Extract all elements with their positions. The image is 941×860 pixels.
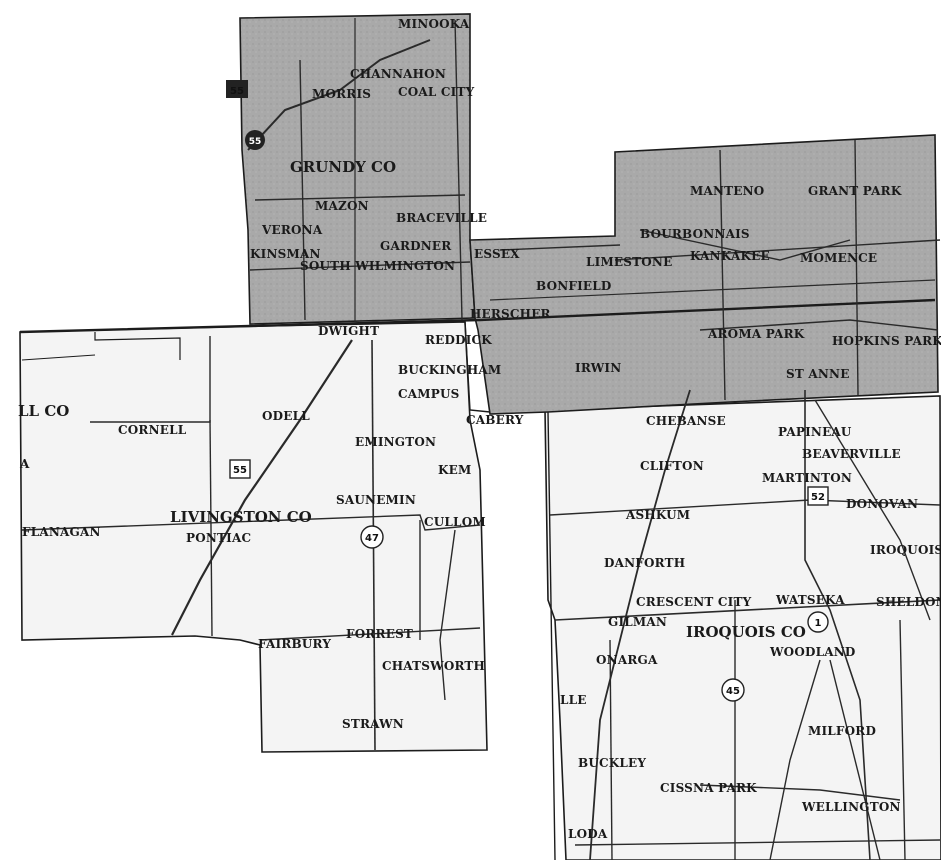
place-clifton: CLIFTON: [640, 459, 704, 473]
boundaries: [19, 298, 936, 860]
place-saunemin: SAUNEMIN: [336, 493, 416, 507]
place-watseka: WATSEKA: [775, 593, 845, 607]
place-campus: CAMPUS: [398, 387, 460, 401]
place-ashkum: ASHKUM: [625, 508, 690, 522]
place-buckley: BUCKLEY: [578, 756, 646, 770]
place-milford: MILFORD: [808, 724, 876, 738]
place-mazon: MAZON: [315, 199, 369, 213]
place-beaverville: BEAVERVILLE: [802, 447, 901, 461]
county-label-grundy: GRUNDY CO: [290, 158, 396, 176]
county-label-partial-left: LL CO: [18, 402, 69, 420]
place-reddick: REDDICK: [425, 333, 492, 347]
place-emington: EMINGTON: [355, 435, 436, 449]
place-essex: ESSEX: [474, 247, 520, 261]
place-herscher: HERSCHER: [470, 307, 552, 321]
place-labels: MINOOKA CHANNAHON MORRIS COAL CITY MAZON…: [19, 17, 941, 841]
place-donovan: DONOVAN: [846, 497, 918, 511]
place-manteno: MANTENO: [690, 184, 764, 198]
place-martinton: MARTINTON: [762, 471, 852, 485]
place-buckingham: BUCKINGHAM: [398, 363, 501, 377]
place-limestone: LIMESTONE: [586, 255, 672, 269]
place-hopkins-park: HOPKINS PARK: [832, 334, 941, 348]
svg-text:1: 1: [815, 618, 822, 629]
svg-text:45: 45: [726, 686, 740, 697]
route-shield-gilman: 45: [721, 678, 745, 702]
route-shield-top: 55: [226, 80, 248, 98]
place-onarga: ONARGA: [596, 653, 658, 667]
place-sheldon: SHELDON: [876, 595, 941, 609]
place-gilman: GILMAN: [608, 615, 667, 629]
place-forrest: FORREST: [346, 627, 413, 641]
place-wellington: WELLINGTON: [801, 800, 901, 814]
svg-text:55: 55: [233, 465, 247, 476]
route-shield-saunemin: 47: [360, 525, 384, 549]
svg-text:55: 55: [230, 86, 244, 97]
place-fairbury: FAIRBURY: [258, 637, 331, 651]
place-flanagan: FLANAGAN: [22, 525, 101, 539]
place-kankakee: KANKAKEE: [690, 249, 770, 263]
place-minooka: MINOOKA: [398, 17, 470, 31]
kankakee-county-area: [469, 134, 939, 415]
svg-text:52: 52: [811, 492, 825, 503]
place-partial-a: A: [19, 457, 30, 471]
route-shield-martinton: 52: [807, 486, 829, 506]
unshaded-regions: [19, 321, 941, 860]
place-st-anne: ST ANNE: [786, 367, 850, 381]
iroquois-county-area: [544, 395, 941, 860]
svg-text:47: 47: [365, 533, 379, 544]
place-kinsman: KINSMAN: [250, 247, 321, 261]
place-iroquois: IROQUOIS: [870, 543, 941, 557]
place-channahon: CHANNAHON: [350, 67, 446, 81]
place-gardner: GARDNER: [380, 239, 452, 253]
place-dwight: DWIGHT: [318, 324, 379, 338]
place-woodland: WOODLAND: [769, 645, 856, 659]
route-shield-livingston: 55: [229, 459, 251, 479]
place-chebanse: CHEBANSE: [646, 414, 726, 428]
place-grant-park: GRANT PARK: [808, 184, 902, 198]
route-shield-morris: 55: [245, 130, 265, 150]
place-verona: VERONA: [261, 223, 323, 237]
place-irwin: IRWIN: [575, 361, 621, 375]
place-crescent-city: CRESCENT CITY: [636, 595, 752, 609]
route-shield-crescent: 1: [807, 611, 829, 633]
place-cabery: CABERY: [466, 413, 524, 427]
svg-text:55: 55: [249, 137, 262, 147]
county-label-iroquois: IROQUOIS CO: [686, 623, 806, 641]
place-morris: MORRIS: [312, 87, 371, 101]
place-melvin-partial: LLE: [560, 693, 587, 707]
place-south-wilmington: SOUTH WILMINGTON: [300, 259, 455, 273]
place-momence: MOMENCE: [800, 251, 877, 265]
place-loda: LODA: [568, 827, 608, 841]
place-braceville: BRACEVILLE: [396, 211, 487, 225]
livingston-county-area: [19, 321, 488, 753]
county-labels: GRUNDY CO LIVINGSTON CO IROQUOIS CO LL C…: [18, 158, 806, 641]
route-shields: 55 55 55 47 52 1 45: [226, 80, 829, 702]
place-aroma-park: AROMA PARK: [707, 327, 805, 341]
place-strawn: STRAWN: [342, 717, 404, 731]
shaded-regions: [239, 13, 939, 415]
place-cullom: CULLOM: [424, 515, 486, 529]
place-bourbonnais: BOURBONNAIS: [640, 227, 750, 241]
place-kempton-partial: KEM: [438, 463, 471, 477]
place-pontiac: PONTIAC: [186, 531, 251, 545]
place-coal-city: COAL CITY: [398, 85, 475, 99]
place-danforth: DANFORTH: [604, 556, 685, 570]
grundy-county-area: [239, 13, 476, 325]
place-cornell: CORNELL: [118, 423, 187, 437]
place-papineau: PAPINEAU: [778, 425, 852, 439]
county-label-livingston: LIVINGSTON CO: [170, 508, 312, 526]
place-odell: ODELL: [262, 409, 310, 423]
place-chatsworth: CHATSWORTH: [382, 659, 485, 673]
place-cissna-park: CISSNA PARK: [660, 781, 757, 795]
place-bonfield: BONFIELD: [536, 279, 612, 293]
